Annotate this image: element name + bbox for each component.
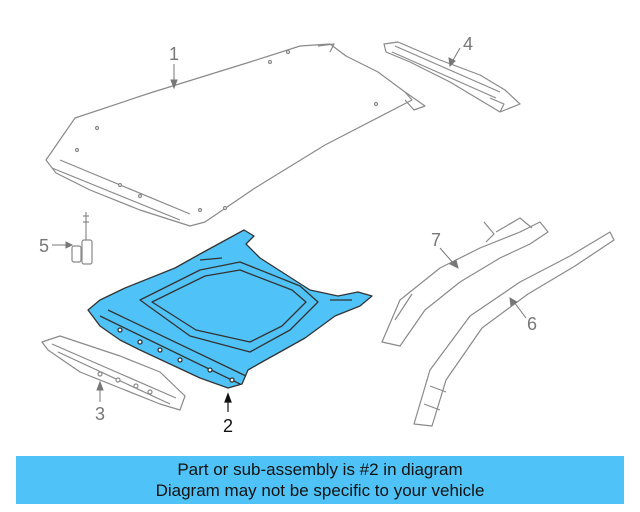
part-6-outer-rail[interactable]	[413, 231, 615, 427]
part-5-clip[interactable]	[71, 212, 93, 265]
callout-4[interactable]: 4	[463, 34, 473, 54]
part-2-roof-reinforcement[interactable]	[87, 229, 373, 389]
info-banner: Part or sub-assembly is #2 in diagram Di…	[16, 456, 624, 504]
callout-3[interactable]: 3	[95, 404, 105, 424]
callout-1[interactable]: 1	[169, 44, 179, 64]
callout-5[interactable]: 5	[39, 236, 49, 256]
part-7-inner-rail[interactable]	[381, 217, 549, 347]
callout-2[interactable]: 2	[223, 416, 233, 436]
part-3-front-header[interactable]	[41, 335, 186, 411]
part-4-roof-rail[interactable]	[383, 41, 521, 113]
banner-line-disclaimer: Diagram may not be specific to your vehi…	[155, 481, 485, 500]
parts-diagram: 1 2 3 4 5 6 7	[39, 34, 615, 436]
callout-6[interactable]: 6	[527, 314, 537, 334]
banner-line-part: Part or sub-assembly is #2 in diagram	[177, 460, 463, 479]
callout-7[interactable]: 7	[431, 230, 441, 250]
part-1-roof-panel[interactable]	[45, 43, 426, 227]
